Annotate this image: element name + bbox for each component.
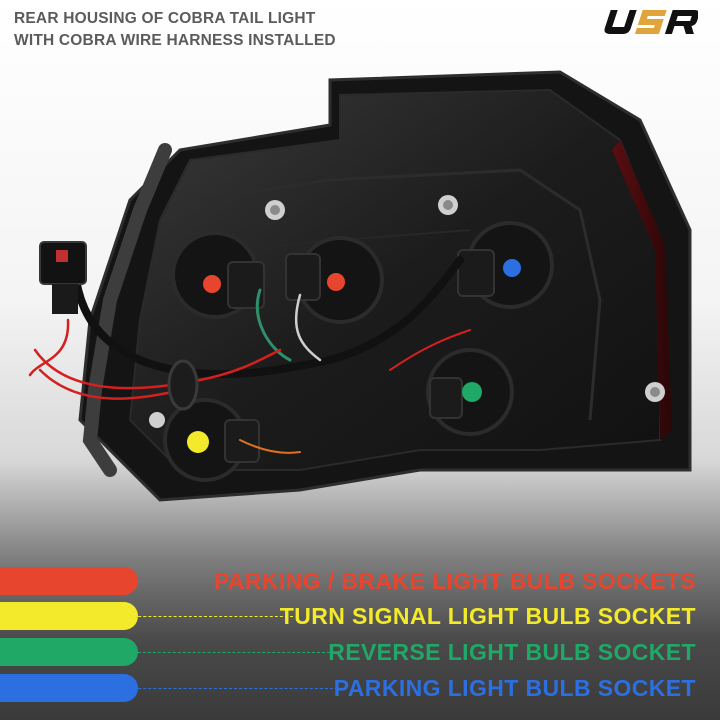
legend-swatch-green (0, 638, 138, 666)
bolt-right (645, 382, 665, 402)
legend-row-parking-brake: PARKING / BRAKE LIGHT BULB SOCKETS (0, 565, 720, 597)
legend-label-parking: PARKING LIGHT BULB SOCKET (333, 675, 696, 701)
plug-left (227, 261, 265, 309)
legend-leader-line (118, 652, 340, 653)
green-dot (462, 382, 482, 402)
legend-row-parking: PARKING LIGHT BULB SOCKET (0, 672, 720, 704)
legend-swatch-red (0, 567, 138, 595)
red-dot-left (203, 275, 221, 293)
grommet (167, 359, 199, 411)
blue-dot (503, 259, 521, 277)
legend-row-reverse: REVERSE LIGHT BULB SOCKET (0, 636, 720, 668)
legend-label-turn-signal: TURN SIGNAL LIGHT BULB SOCKET (279, 603, 696, 629)
red-lens-edge (612, 140, 672, 440)
harness-connector (39, 241, 87, 314)
usr-logo (604, 10, 698, 34)
bolt-center (438, 195, 458, 215)
bolt-bottom (149, 412, 165, 428)
legend-leader-line (118, 581, 233, 582)
legend-swatch-blue (0, 674, 138, 702)
red-dot-right (327, 273, 345, 291)
bolt-left (265, 200, 285, 220)
plug-right (457, 249, 495, 297)
legend-row-turn-signal: TURN SIGNAL LIGHT BULB SOCKET (0, 600, 720, 632)
caption: REAR HOUSING OF COBRA TAIL LIGHT WITH CO… (14, 8, 336, 52)
yellow-dot (187, 431, 209, 453)
legend: PARKING / BRAKE LIGHT BULB SOCKETS TURN … (0, 560, 720, 720)
caption-line-1: REAR HOUSING OF COBRA TAIL LIGHT (14, 10, 316, 27)
plug-reverse (429, 377, 463, 419)
gasket-edge (82, 143, 172, 477)
legend-label-parking-brake: PARKING / BRAKE LIGHT BULB SOCKETS (213, 568, 696, 594)
legend-leader-line (118, 688, 343, 689)
legend-leader-line (118, 616, 293, 617)
legend-label-reverse: REVERSE LIGHT BULB SOCKET (328, 639, 696, 665)
legend-swatch-yellow (0, 602, 138, 630)
caption-line-2: WITH COBRA WIRE HARNESS INSTALLED (14, 32, 336, 49)
plug-center (285, 253, 321, 301)
